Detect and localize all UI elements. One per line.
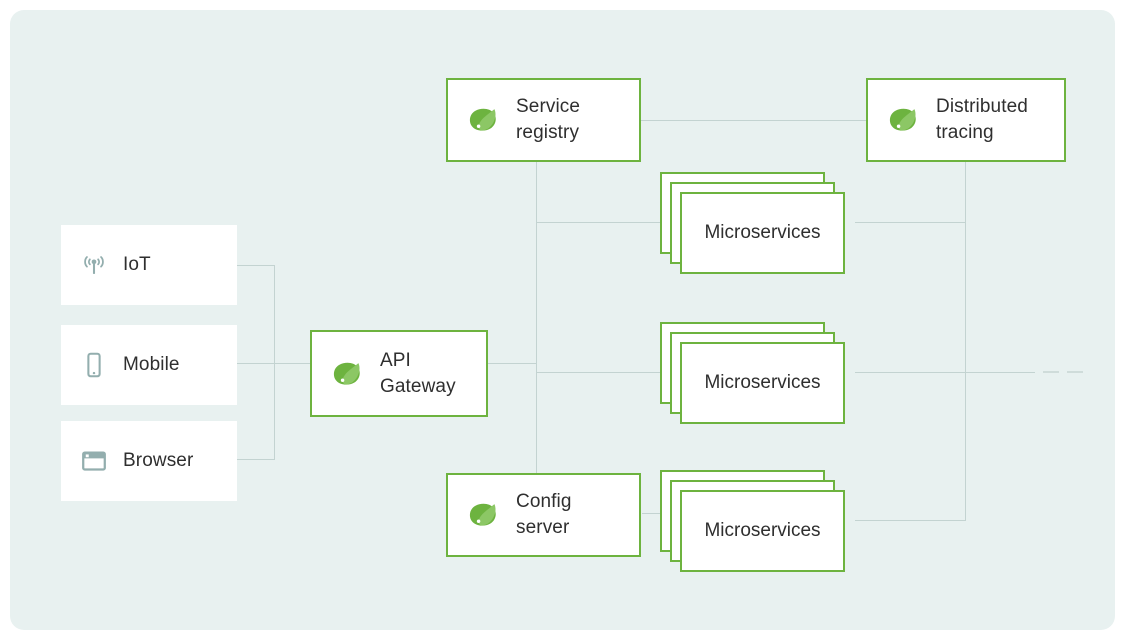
mobile-phone-icon <box>79 350 109 380</box>
client-node-browser[interactable]: Browser <box>61 421 237 501</box>
service-registry-label: Service registry <box>516 96 581 143</box>
microservices-card-front[interactable]: Microservices <box>680 490 845 572</box>
connector-mobile-to-bracket <box>237 363 275 364</box>
config-server-label: Config server <box>516 491 572 538</box>
connector-microservices-3-to-right-trunk <box>855 520 966 521</box>
client-label-browser: Browser <box>123 450 194 472</box>
browser-window-icon <box>79 446 109 476</box>
client-node-mobile[interactable]: Mobile <box>61 325 237 405</box>
spring-leaf-icon <box>884 100 924 140</box>
connector-microservices-2-to-right-trunk <box>855 372 966 373</box>
diagram-canvas: IoT Mobile Browser <box>10 10 1115 630</box>
spring-leaf-icon <box>464 100 504 140</box>
connector-client-bracket-vertical <box>274 265 275 459</box>
connector-continuation-solid <box>965 372 1035 373</box>
connector-central-trunk-vertical <box>536 162 537 475</box>
microservices-card-front[interactable]: Microservices <box>680 192 845 274</box>
api-gateway-node[interactable]: API Gateway <box>310 330 488 417</box>
microservices-label: Microservices <box>704 222 821 243</box>
connector-continuation-dash-1 <box>1043 371 1059 373</box>
distributed-tracing-node[interactable]: Distributed tracing <box>866 78 1066 162</box>
client-label-mobile: Mobile <box>123 354 180 376</box>
connector-microservices-1-to-right-trunk <box>855 222 966 223</box>
api-gateway-label: API Gateway <box>380 349 456 397</box>
connector-browser-to-bracket <box>237 459 275 460</box>
microservices-stack-2[interactable]: Microservices <box>660 322 845 424</box>
microservices-label: Microservices <box>704 520 821 541</box>
config-server-node[interactable]: Config server <box>446 473 641 557</box>
spring-leaf-icon <box>328 354 368 394</box>
connector-iot-to-bracket <box>237 265 275 266</box>
wireless-signal-icon <box>79 250 109 280</box>
connector-bracket-to-gateway <box>274 363 310 364</box>
connector-continuation-dash-2 <box>1067 371 1083 373</box>
spring-leaf-icon <box>464 495 504 535</box>
client-label-iot: IoT <box>123 254 151 276</box>
service-registry-node[interactable]: Service registry <box>446 78 641 162</box>
connector-right-trunk-vertical <box>965 162 966 521</box>
microservices-stack-1[interactable]: Microservices <box>660 172 845 274</box>
connector-trunk-to-microservices-2 <box>536 372 690 373</box>
microservices-card-front[interactable]: Microservices <box>680 342 845 424</box>
connector-gateway-to-trunk <box>487 363 536 364</box>
microservices-label: Microservices <box>704 372 821 393</box>
connector-registry-to-tracing <box>641 120 867 121</box>
connector-trunk-to-microservices-1 <box>536 222 690 223</box>
microservices-stack-3[interactable]: Microservices <box>660 470 845 572</box>
client-node-iot[interactable]: IoT <box>61 225 237 305</box>
distributed-tracing-label: Distributed tracing <box>936 96 1028 143</box>
connector-layer <box>10 10 1115 630</box>
